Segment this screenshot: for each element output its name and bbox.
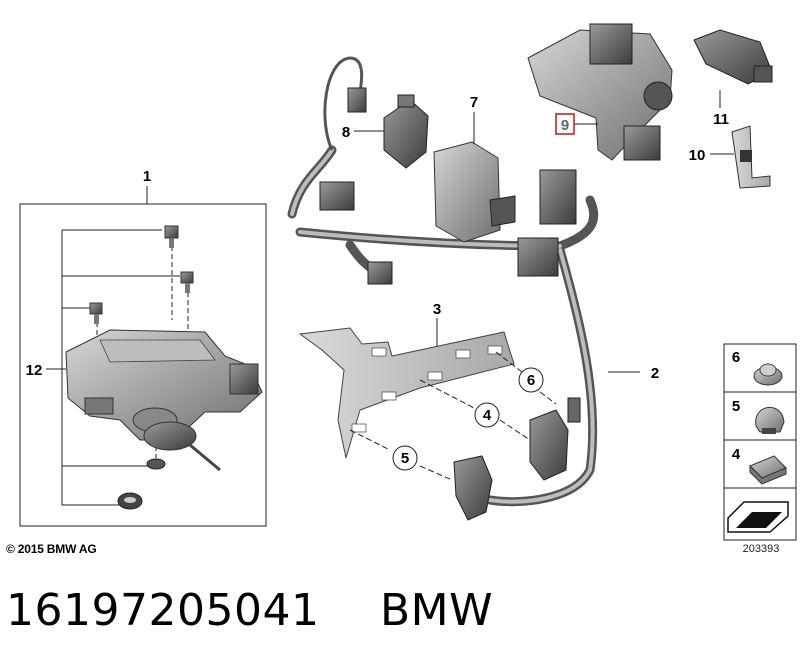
mounting-bracket: [298, 318, 515, 459]
ref-circle-label: 5: [401, 450, 409, 467]
callout-10: 10: [689, 147, 706, 164]
mounting-clip: [710, 125, 771, 189]
callout-9: 9: [561, 117, 569, 134]
harness-connector: [367, 261, 393, 285]
copyright-notice: © 2015 BMW AG: [6, 542, 97, 556]
callout-8: 8: [342, 124, 350, 141]
clip-icon: [753, 363, 783, 386]
brand-name: BMW: [379, 585, 494, 636]
part-number: 16197205041: [6, 585, 320, 636]
sensor-module: [354, 94, 429, 169]
screw: [180, 271, 194, 293]
legend-number-5: 5: [732, 398, 740, 415]
diagram-number: 203393: [743, 543, 780, 555]
valve-assembly: [527, 23, 673, 161]
seal-ring: [146, 458, 166, 470]
callout-12: 12: [26, 362, 43, 379]
legend-number-4: 4: [732, 446, 741, 463]
ref-circle-6: 6: [518, 367, 544, 393]
legend-panel: 6 5 4: [723, 343, 797, 541]
ref-circle-5: 5: [392, 445, 418, 471]
legend-number-6: 6: [732, 349, 740, 366]
plug-connector: [529, 397, 581, 481]
pump-assembly-group: [19, 186, 267, 527]
callout-3: 3: [433, 301, 441, 318]
ref-circle-4: 4: [474, 402, 500, 428]
callout-2: 2: [651, 365, 659, 382]
parts-diagram: 6 4 5 1 2 3 7 8 9 10 11 12 6 5 4: [19, 23, 797, 555]
harness-connector: [539, 169, 577, 225]
wiring-harness: [287, 56, 640, 507]
holder-icon: [749, 455, 787, 485]
callout-7: 7: [470, 94, 478, 111]
ref-circle-label: 6: [527, 372, 535, 389]
callout-11: 11: [713, 111, 729, 128]
leak-diagnosis-pump: [65, 329, 263, 472]
harness-connector: [517, 237, 559, 277]
connector-housing: [433, 112, 516, 243]
group-frame: [19, 203, 267, 527]
harness-connector: [347, 87, 367, 113]
screw: [89, 302, 103, 324]
harness-connector: [319, 181, 355, 211]
plug-connector: [453, 455, 493, 521]
screw: [164, 225, 179, 248]
ref-circle-label: 4: [483, 407, 492, 424]
callout-1: 1: [143, 168, 151, 185]
part-title: 16197205041 BMW: [6, 585, 493, 636]
callout-9-highlight: 9: [555, 113, 575, 135]
cable-tie-icon: [755, 406, 785, 434]
wedge-icon: [727, 501, 789, 533]
pressure-sensor: [693, 29, 773, 108]
